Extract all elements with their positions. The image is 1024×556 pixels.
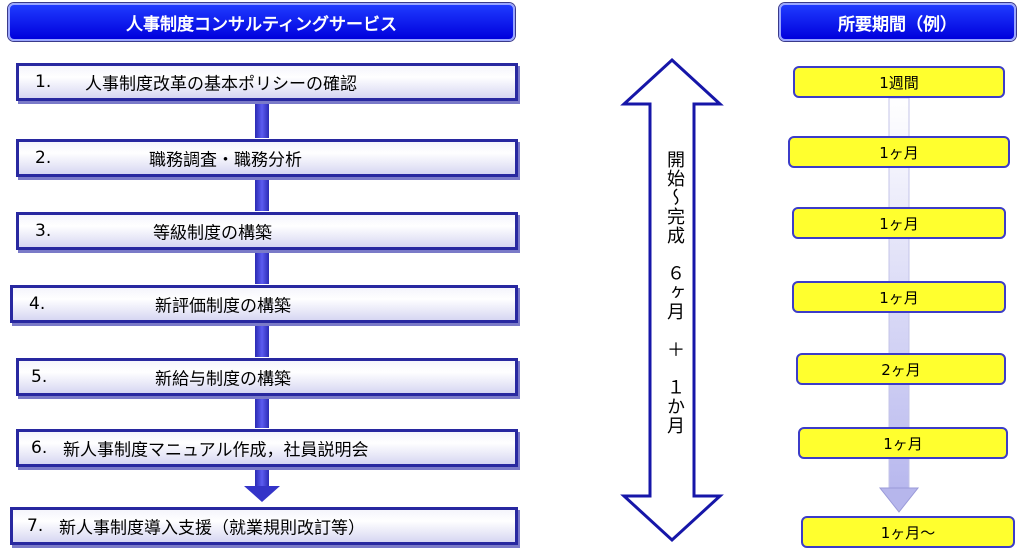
step-7-label: 新人事制度導入支援（就業規則改訂等） <box>59 518 365 539</box>
connector-1-2 <box>255 102 269 138</box>
step-2-label: 職務調査・職務分析 <box>149 150 302 171</box>
duration-step-3: 1ヶ月 <box>792 207 1006 239</box>
step-6: 6. 新人事制度マニュアル作成，社員説明会 <box>16 429 518 467</box>
step-7: 7. 新人事制度導入支援（就業規則改訂等） <box>10 507 518 545</box>
step-2-number: 2. <box>35 148 52 168</box>
duration-step-4: 1ヶ月 <box>792 281 1006 313</box>
step-4-label: 新評価制度の構築 <box>155 296 291 317</box>
step-6-number: 6. <box>31 438 48 458</box>
duration-step-5: 2ヶ月 <box>796 353 1006 385</box>
step-4-number: 4. <box>29 294 46 314</box>
left-header: 人事制度コンサルティングサービス <box>8 3 515 41</box>
connector-4-5 <box>255 324 269 357</box>
duration-step-6: 1ヶ月 <box>798 427 1008 459</box>
step-1-label: 人事制度改革の基本ポリシーの確認 <box>85 74 357 95</box>
step-1-number: 1. <box>35 72 52 92</box>
step-5-number: 5. <box>31 367 48 387</box>
step-3: 3. 等級制度の構築 <box>16 212 518 250</box>
right-header: 所要期間（例） <box>779 3 1016 41</box>
step-5: 5. 新給与制度の構築 <box>16 358 518 396</box>
step-3-label: 等級制度の構築 <box>153 223 272 244</box>
connector-arrowhead <box>244 486 280 502</box>
duration-arrowhead <box>878 487 920 513</box>
step-1: 1. 人事制度改革の基本ポリシーの確認 <box>16 63 518 101</box>
connector-6-7 <box>255 468 269 488</box>
connector-2-3 <box>255 178 269 211</box>
step-5-label: 新給与制度の構築 <box>155 369 291 390</box>
step-4: 4. 新評価制度の構築 <box>10 285 518 323</box>
step-3-number: 3. <box>35 221 52 241</box>
connector-3-4 <box>255 251 269 284</box>
duration-step-2: 1ヶ月 <box>788 136 1010 168</box>
duration-step-1: 1週間 <box>793 66 1005 98</box>
total-duration-arrow <box>620 57 724 543</box>
duration-step-7: 1ヶ月～ <box>801 516 1015 548</box>
step-6-label: 新人事制度マニュアル作成，社員説明会 <box>63 440 369 461</box>
connector-5-6 <box>255 397 269 428</box>
total-duration-label: 開始～完成 ６ヶ月 ＋ １か月 <box>664 150 685 435</box>
step-7-number: 7. <box>27 516 44 536</box>
step-2: 2. 職務調査・職務分析 <box>16 139 518 177</box>
